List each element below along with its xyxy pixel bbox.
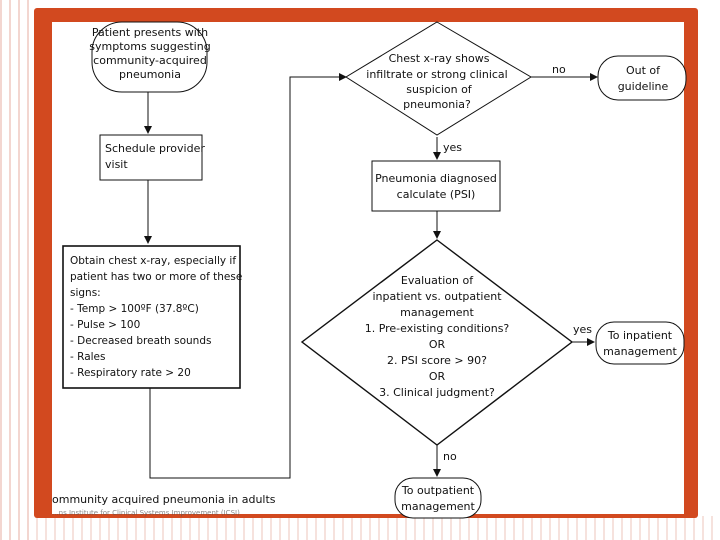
figure-caption: ommunity acquired pneumonia in adults bbox=[52, 493, 276, 506]
node-schedule-line: Schedule provider bbox=[105, 142, 205, 155]
edge-label-no: no bbox=[443, 450, 457, 463]
edge-xray-to-check bbox=[149, 73, 347, 479]
xray-line: - Respiratory rate > 20 bbox=[70, 367, 191, 379]
node-outpatient bbox=[394, 477, 482, 519]
node-pneumonia-diagnosed bbox=[371, 160, 501, 212]
node-obtain-xray bbox=[62, 245, 241, 389]
inpatient-line: management bbox=[603, 345, 677, 358]
xray-line: Obtain chest x-ray, especially if bbox=[70, 255, 236, 267]
node-start-text: Patient presents with symptoms suggestin… bbox=[89, 26, 210, 81]
edge-label-yes: yes bbox=[573, 323, 592, 336]
out-of-guideline-line: guideline bbox=[618, 80, 669, 93]
node-xray-decision-text: Chest x-ray shows infiltrate or strong c… bbox=[366, 52, 507, 111]
outpatient-line: To outpatient bbox=[401, 484, 475, 497]
evaluation-line: Evaluation of bbox=[401, 274, 474, 287]
node-start-line: Patient presents with bbox=[92, 26, 208, 39]
evaluation-line: 2. PSI score > 90? bbox=[387, 354, 487, 367]
node-schedule bbox=[99, 134, 203, 181]
evaluation-line: OR bbox=[429, 338, 446, 351]
evaluation-line: inpatient vs. outpatient bbox=[372, 290, 502, 303]
node-out-of-guideline bbox=[597, 55, 687, 101]
xray-line: - Temp > 100ºF (37.8ºC) bbox=[70, 303, 199, 315]
figure-source: ...ns Institute for Clinical Systems Imp… bbox=[52, 509, 240, 517]
decision-line: suspicion of bbox=[406, 83, 473, 96]
node-start-line: symptoms suggesting bbox=[89, 40, 210, 53]
diagnosed-line: Pneumonia diagnosed bbox=[375, 172, 497, 185]
node-start-line: community-acquired bbox=[93, 54, 207, 67]
xray-line: - Decreased breath sounds bbox=[70, 335, 211, 347]
edge-label-no: no bbox=[552, 63, 566, 76]
outpatient-line: management bbox=[401, 500, 475, 513]
node-inpatient bbox=[595, 321, 685, 365]
decision-line: pneumonia? bbox=[403, 98, 471, 111]
node-xray-decision bbox=[345, 21, 532, 136]
xray-line: patient has two or more of these bbox=[70, 271, 242, 283]
node-schedule-line: visit bbox=[105, 158, 128, 171]
node-obtain-xray-text: Obtain chest x-ray, especially if patien… bbox=[70, 255, 242, 379]
xray-line: - Rales bbox=[70, 351, 105, 363]
edge-label-yes: yes bbox=[443, 141, 462, 154]
decorative-stripes-left bbox=[0, 0, 36, 540]
out-of-guideline-line: Out of bbox=[626, 64, 661, 77]
decision-line: Chest x-ray shows bbox=[389, 52, 490, 65]
node-evaluation-text: Evaluation of inpatient vs. outpatient m… bbox=[365, 274, 510, 399]
evaluation-line: OR bbox=[429, 370, 446, 383]
diagnosed-line: calculate (PSI) bbox=[397, 188, 476, 201]
xray-line: signs: bbox=[70, 287, 101, 299]
evaluation-line: 3. Clinical judgment? bbox=[379, 386, 495, 399]
node-evaluation bbox=[300, 239, 574, 446]
decision-line: infiltrate or strong clinical bbox=[366, 68, 507, 81]
decorative-stripes-bottom bbox=[36, 516, 720, 540]
connectors bbox=[144, 73, 598, 479]
inpatient-line: To inpatient bbox=[607, 329, 673, 342]
node-start bbox=[91, 21, 208, 93]
node-start-line: pneumonia bbox=[119, 68, 181, 81]
evaluation-line: management bbox=[400, 306, 474, 319]
xray-line: - Pulse > 100 bbox=[70, 319, 140, 331]
evaluation-line: 1. Pre-existing conditions? bbox=[365, 322, 510, 335]
